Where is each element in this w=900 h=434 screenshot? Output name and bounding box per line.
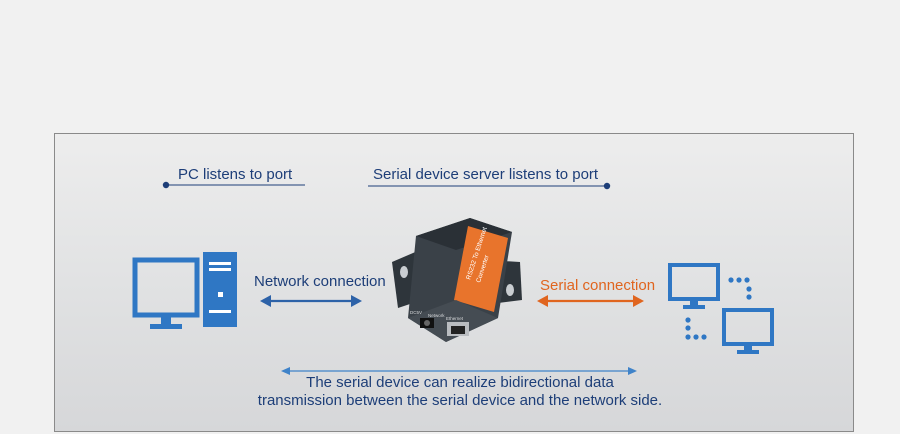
serial-devices-icon (668, 263, 774, 354)
network-connection-arrow (260, 295, 362, 307)
caption-line-1: The serial device can realize bidirectio… (306, 374, 614, 391)
network-connection-label: Network connection (254, 273, 386, 290)
port-label-ethernet: Ethernet (446, 316, 464, 321)
pc-label-underline (162, 181, 305, 189)
bidirectional-arrow (281, 367, 637, 375)
caption-line-2: transmission between the serial device a… (257, 392, 663, 409)
serial-connection-label: Serial connection (540, 277, 656, 294)
port-label-network: Network (428, 313, 445, 318)
port-label-dc5v: DC5V (410, 310, 422, 315)
server-label-underline (368, 182, 611, 190)
converter-device-image: RS232 To Ethernet Converter DC5V Network… (392, 218, 522, 342)
serial-connection-arrow (537, 295, 644, 307)
server-listens-label: Serial device server listens to port (373, 166, 599, 183)
bidirectional-caption: The serial device can realize bidirectio… (200, 374, 720, 410)
pc-listens-label: PC listens to port (178, 166, 293, 183)
desktop-computer-icon (132, 252, 237, 329)
